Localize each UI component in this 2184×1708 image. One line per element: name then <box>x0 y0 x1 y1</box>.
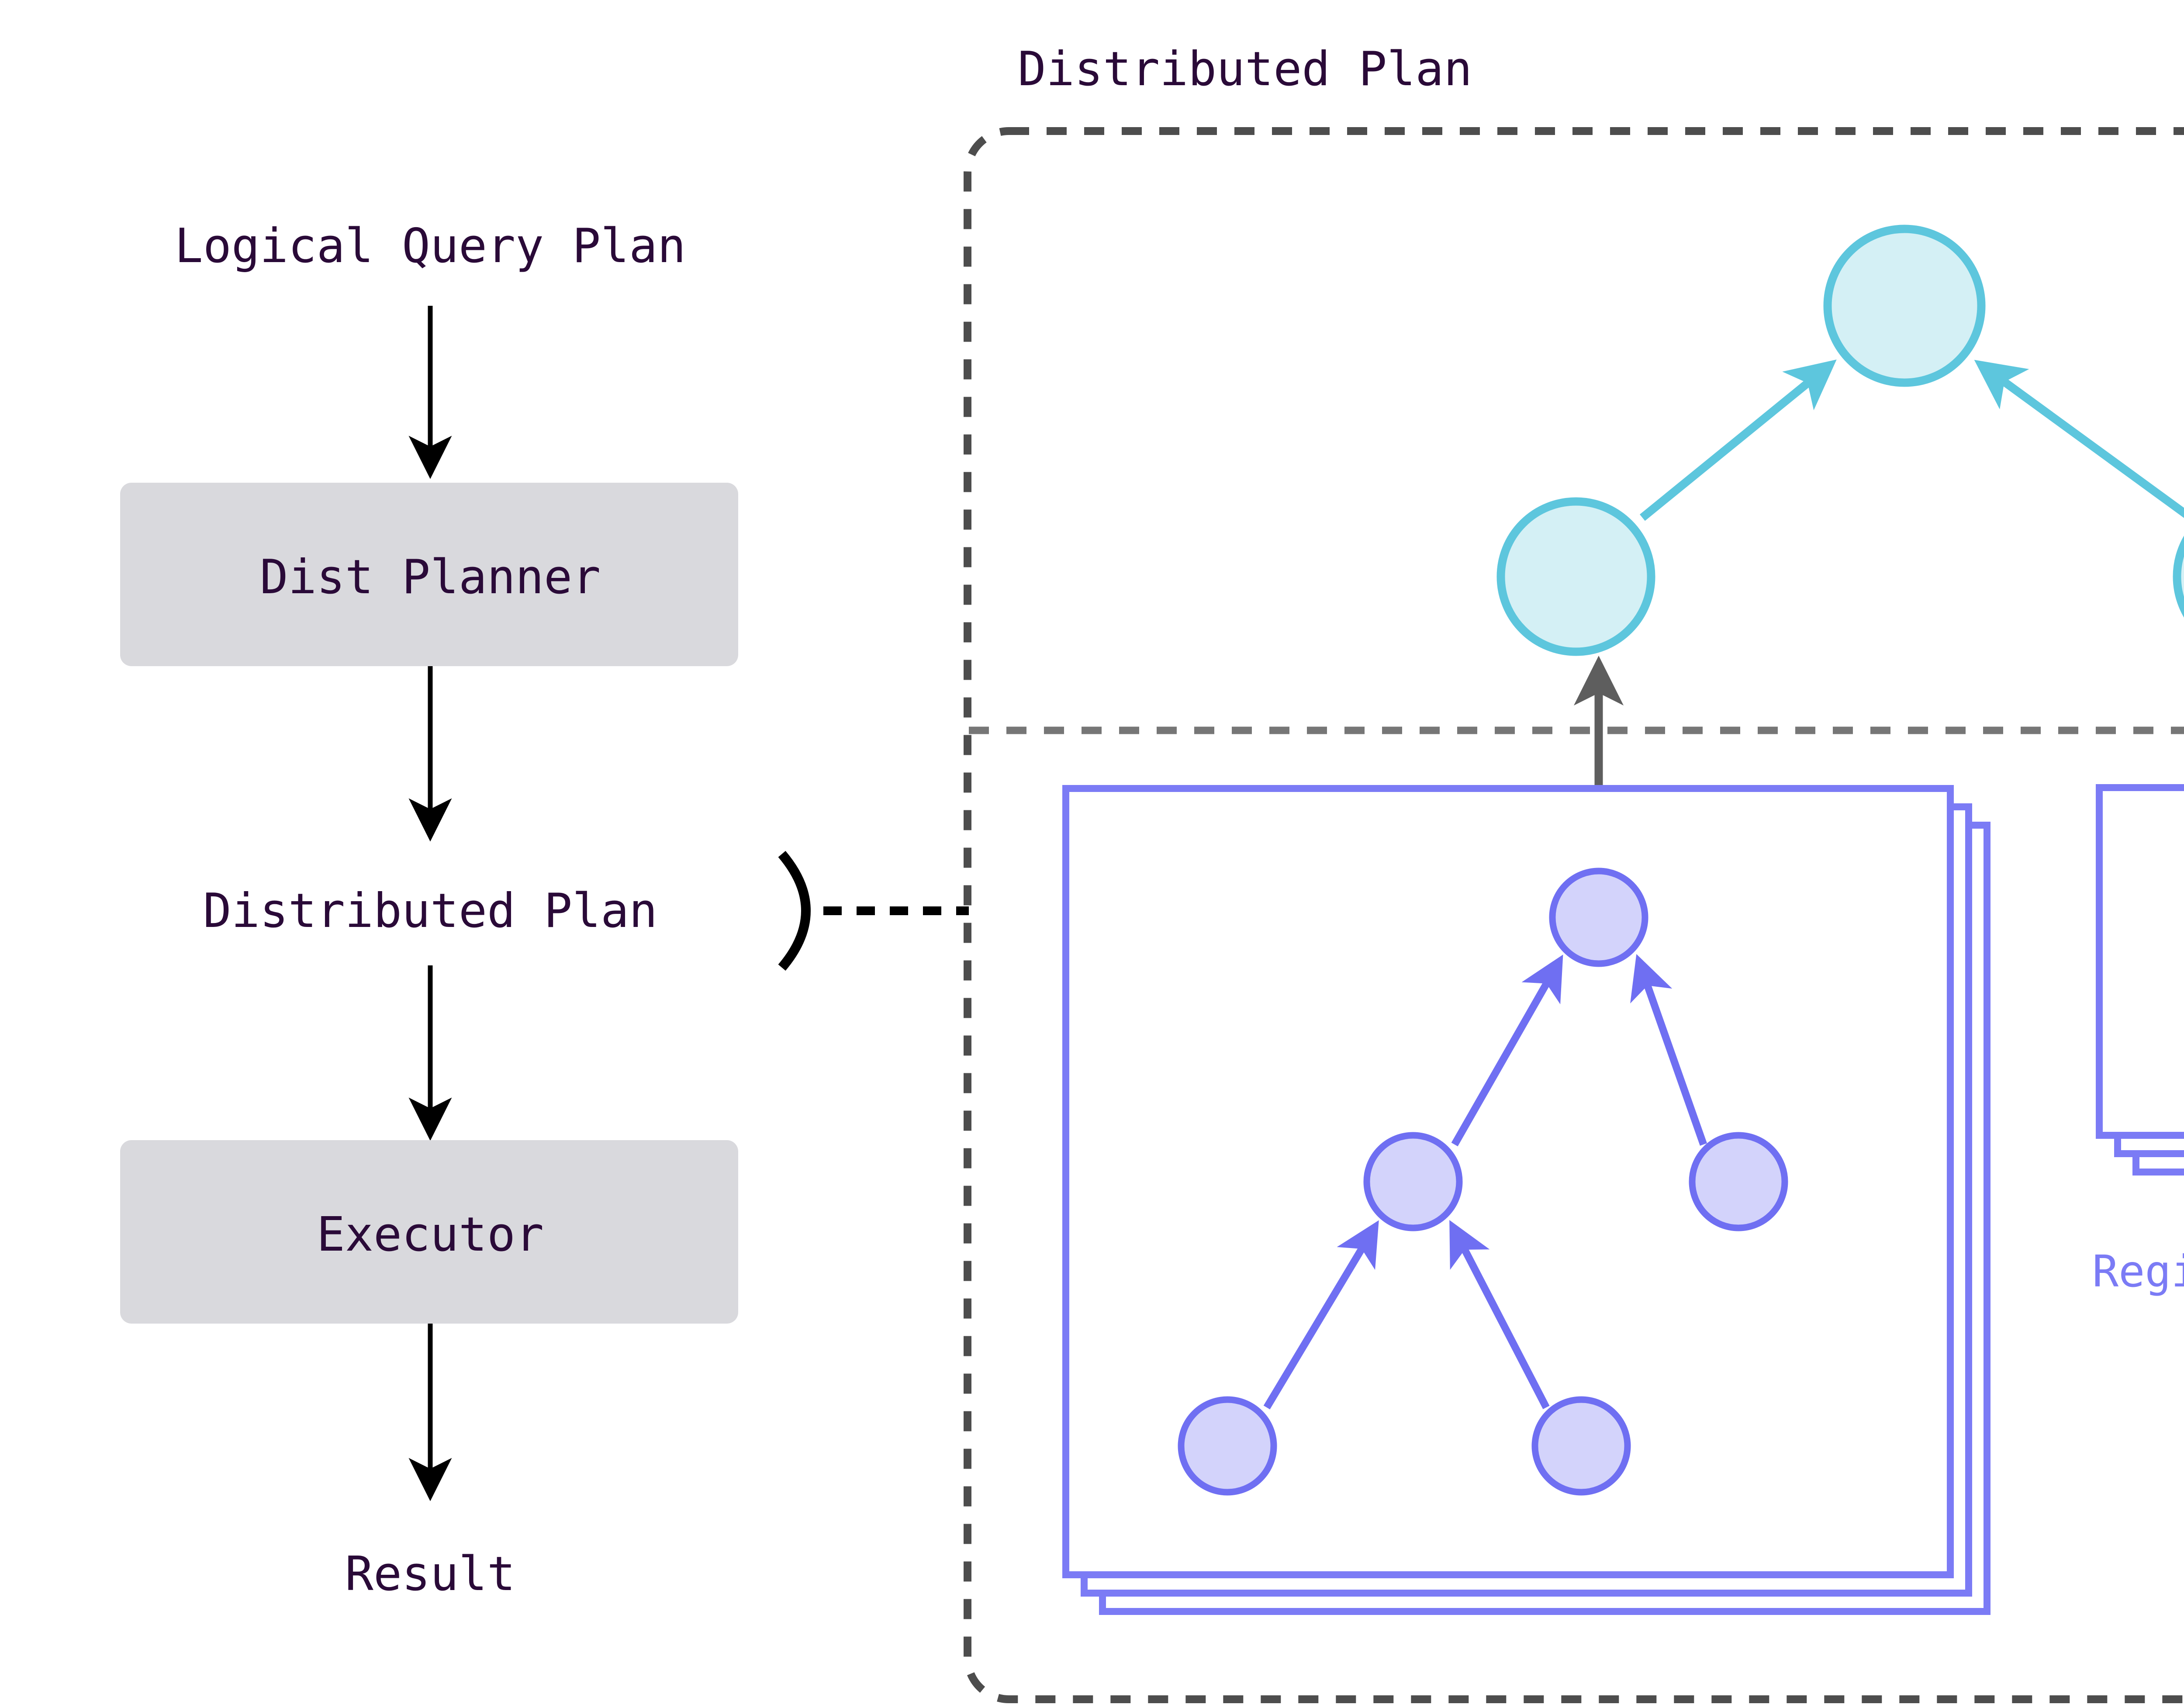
datanode-node-left-leaf-2[interactable] <box>1531 1396 1631 1496</box>
datanode-node-left-sibling[interactable] <box>1689 1132 1788 1231</box>
frontend-node-left[interactable] <box>1496 497 1655 656</box>
datanode-edge-right-to-root <box>1630 954 1707 1146</box>
distributed-plan-dashed-border <box>964 127 2184 1703</box>
distributed-plan-panel-title: Distributed Plan <box>1018 42 1472 97</box>
frontend-stage-tree <box>1496 225 2184 656</box>
dist-planner-box[interactable] <box>120 483 738 666</box>
datanode-node-left-leaf-1[interactable] <box>1178 1396 1277 1496</box>
executor-label: Executor <box>317 1207 544 1262</box>
frontend-edge-right-to-root <box>1974 360 2184 518</box>
datanode-edge-leaf1-to-mid <box>1263 1220 1379 1410</box>
regions-label: Regions <box>2092 1246 2184 1297</box>
datanode-edge-leaf2-to-mid <box>1449 1220 1550 1409</box>
datanode-node-left-mid[interactable] <box>1363 1132 1463 1231</box>
distributed-plan-output-label: Distributed Plan <box>203 884 657 938</box>
dist-planner-label: Dist Planner <box>260 550 601 605</box>
result-label: Result <box>345 1547 515 1601</box>
left-flow-column: Logical Query Plan Dist Planner Distribu… <box>120 219 969 1601</box>
connector-bracket-icon <box>778 851 811 971</box>
region-card-right-layer-1[interactable] <box>2096 784 2184 1139</box>
right-region-stack[interactable] <box>2096 784 2184 1176</box>
executor-box[interactable] <box>120 1140 738 1324</box>
frontend-node-root[interactable] <box>1823 225 1986 387</box>
logical-query-plan-label: Logical Query Plan <box>175 219 686 273</box>
frontend-edge-left-to-root <box>1640 360 1837 521</box>
frontend-node-right[interactable] <box>2173 500 2184 653</box>
distributed-plan-panel: Distributed Plan Frontend Stage Datanode… <box>964 42 2184 1703</box>
datanode-node-left-root[interactable] <box>1549 868 1648 967</box>
datanode-edge-mid-to-root <box>1451 954 1563 1147</box>
left-region-stack[interactable] <box>1062 785 1990 1615</box>
